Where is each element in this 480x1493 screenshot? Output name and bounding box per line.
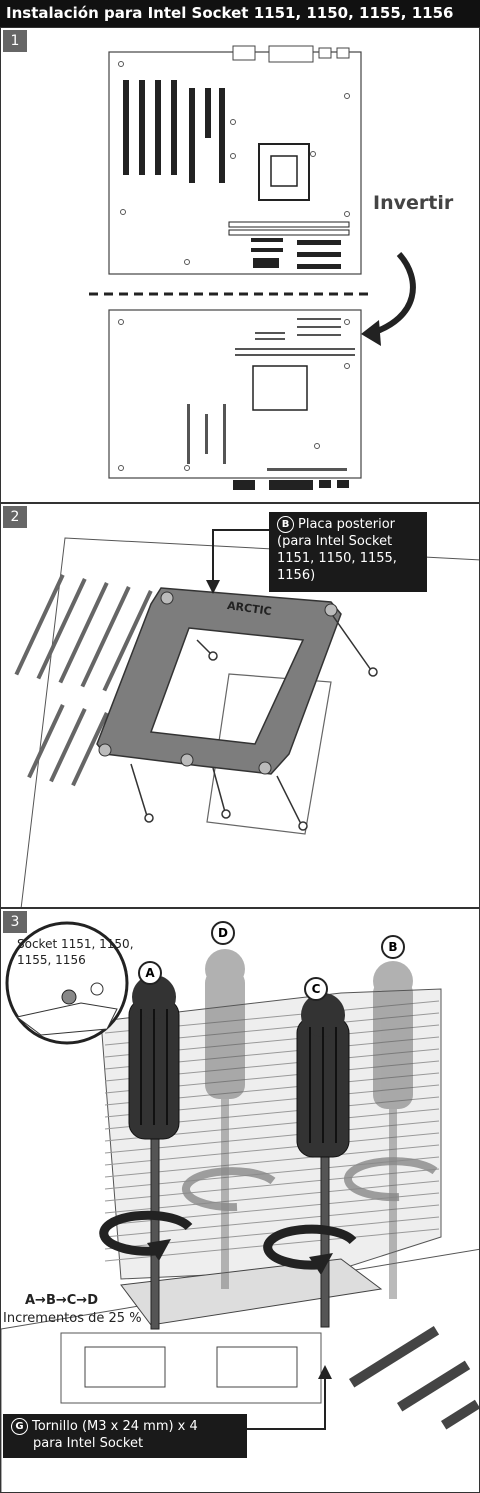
- screw-callout: G Tornillo (M3 x 24 mm) x 4 para Intel So…: [3, 1414, 247, 1458]
- letter-b-badge: B: [381, 935, 405, 959]
- tightening-sequence: A→B→C→D: [25, 1293, 98, 1308]
- letter-a-badge: A: [138, 961, 162, 985]
- zoom-label-line: 1155, 1156: [17, 953, 86, 967]
- step-number: 2: [3, 506, 27, 528]
- page-title: Instalación para Intel Socket 1151, 1150…: [0, 0, 480, 27]
- letter-c-badge: C: [304, 977, 328, 1001]
- callout-line: (para Intel Socket: [277, 534, 393, 549]
- tightening-increments: Incrementos de 25 %: [3, 1311, 142, 1326]
- callout-line: 1151, 1150, 1155,: [277, 551, 397, 566]
- callout-line: para Intel Socket: [33, 1436, 144, 1451]
- backplate-illustration: [14, 529, 479, 907]
- step-1-panel: 1: [0, 27, 480, 503]
- backplate-callout: B Placa posterior (para Intel Socket 1151…: [269, 512, 427, 592]
- callout-line: Tornillo (M3 x 24 mm) x 4: [32, 1419, 198, 1434]
- step-3-panel: 3: [0, 908, 480, 1493]
- step-number: 1: [3, 30, 27, 52]
- step-2-panel: 2: [0, 503, 480, 908]
- callout-letter-badge: G: [11, 1418, 28, 1435]
- step-number: 3: [3, 911, 27, 933]
- letter-d-badge: D: [211, 921, 235, 945]
- callout-line: Placa posterior: [298, 517, 395, 532]
- zoom-label-line: Socket 1151, 1150,: [17, 937, 134, 951]
- motherboard-flip-illustration: [89, 45, 416, 490]
- screwdriver-tightening-illustration: [1, 921, 479, 1492]
- callout-letter-badge: B: [277, 516, 294, 533]
- callout-line: 1156): [277, 568, 316, 583]
- flip-label: Invertir: [373, 192, 454, 214]
